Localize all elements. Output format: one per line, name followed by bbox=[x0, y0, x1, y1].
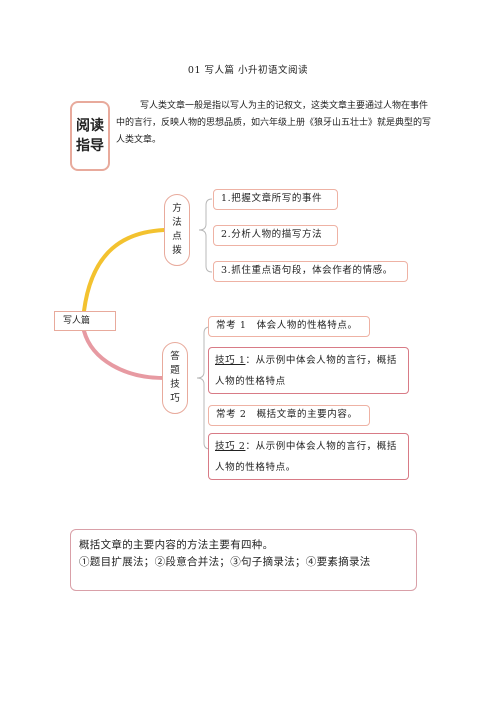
frequent-test-1: 常考 1 体会人物的性格特点。 bbox=[208, 316, 370, 337]
answer-tips-char: 技 bbox=[170, 379, 180, 390]
summary-box: 概括文章的主要内容的方法主要有四种。 ①题目扩展法；②段意合并法；③句子摘录法；… bbox=[70, 529, 417, 591]
technique-2-label: 技巧 2 bbox=[215, 441, 246, 452]
technique-1-text: ：从示例中体会人物的言行，概括人物的性格特点 bbox=[215, 355, 397, 387]
page-title: 01 写人篇 小升初语文阅读 bbox=[187, 65, 309, 76]
intro-paragraph: 写人类文章一般是指以写人为主的记叙文，这类文章主要通过人物在事件中的言行，反映人… bbox=[116, 101, 432, 145]
answer-tips-node: 答 题 技 巧 bbox=[162, 342, 188, 414]
reading-guide-label: 阅读 指导 bbox=[70, 101, 110, 171]
answer-tips-char: 巧 bbox=[170, 393, 180, 404]
method-item-3: 3.抓住重点语句段，体会作者的情感。 bbox=[213, 261, 408, 282]
method-tips-char: 拨 bbox=[172, 245, 182, 256]
answer-tips-char: 题 bbox=[170, 365, 180, 376]
method-tips-char: 方 bbox=[172, 203, 182, 214]
technique-1: 技巧 1：从示例中体会人物的言行，概括人物的性格特点 bbox=[208, 347, 409, 394]
frequent-test-2: 常考 2 概括文章的主要内容。 bbox=[208, 405, 370, 426]
method-item-1: 1.把握文章所写的事件 bbox=[213, 189, 338, 210]
technique-2-text: ：从示例中体会人物的言行，概括人物的性格特点。 bbox=[215, 441, 397, 473]
method-tips-node: 方 法 点 拨 bbox=[164, 194, 190, 266]
method-tips-char: 点 bbox=[172, 231, 182, 242]
reading-guide-label-line1: 阅读 bbox=[76, 118, 104, 134]
branch2-brace bbox=[196, 326, 211, 450]
root-node: 写人篇 bbox=[54, 311, 116, 331]
technique-2: 技巧 2：从示例中体会人物的言行，概括人物的性格特点。 bbox=[208, 433, 409, 480]
method-item-2: 2.分析人物的描写方法 bbox=[213, 225, 338, 246]
technique-1-label: 技巧 1 bbox=[215, 355, 246, 366]
branch1-brace bbox=[198, 198, 213, 273]
method-tips-char: 法 bbox=[172, 217, 182, 228]
summary-line-2: ①题目扩展法；②段意合并法；③句子摘录法；④要素摘录法 bbox=[79, 556, 371, 568]
branch2-connector bbox=[82, 329, 166, 380]
branch1-connector bbox=[82, 228, 166, 313]
summary-line-1: 概括文章的主要内容的方法主要有四种。 bbox=[79, 539, 274, 551]
answer-tips-char: 答 bbox=[170, 351, 180, 362]
reading-guide-label-line2: 指导 bbox=[76, 138, 104, 154]
